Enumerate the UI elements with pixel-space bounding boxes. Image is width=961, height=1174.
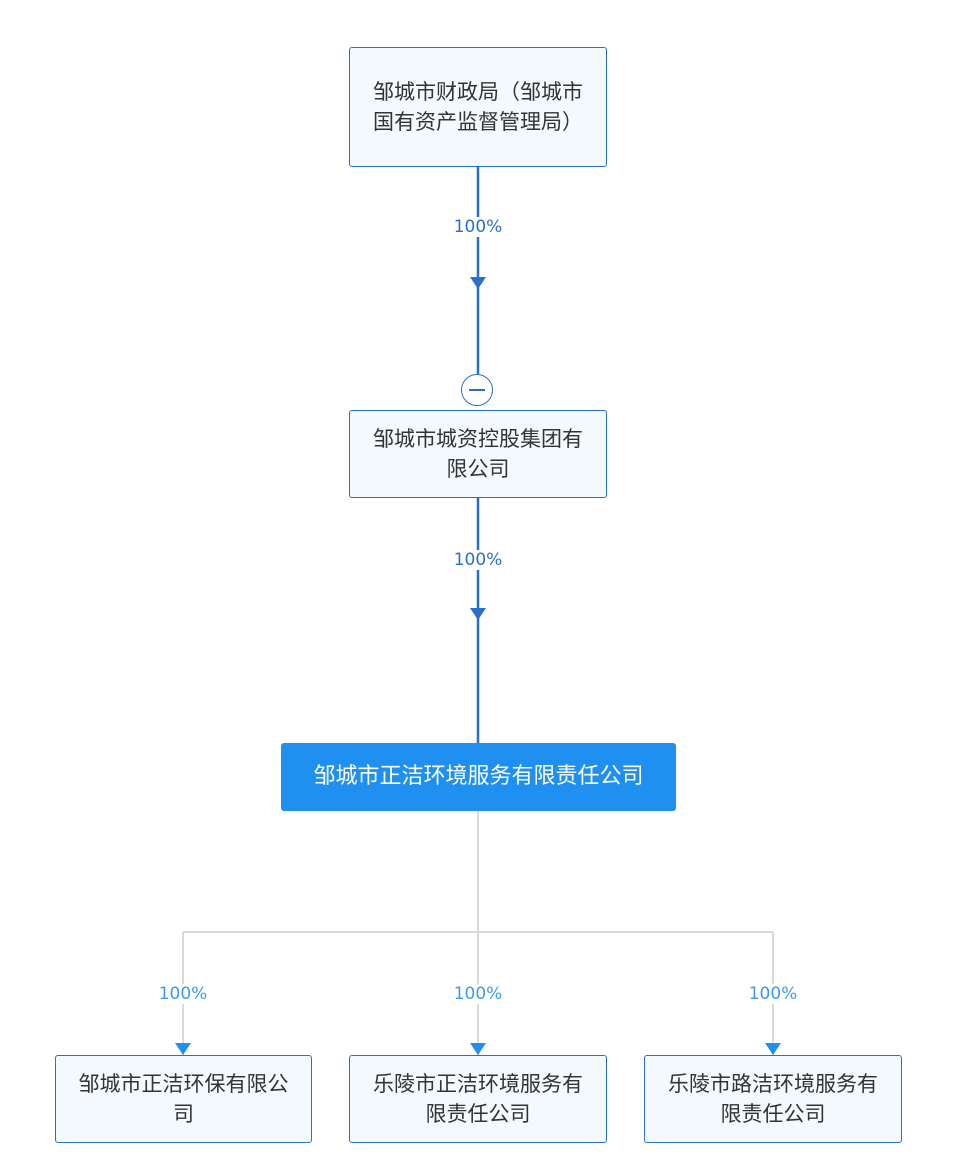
subsidiary-node-3[interactable]: 乐陵市路洁环境服务有限责任公司	[644, 1055, 902, 1143]
subsidiary-node-2[interactable]: 乐陵市正洁环境服务有限责任公司	[349, 1055, 607, 1143]
root-shareholder-name: 邹城市财政局（邹城市国有资产监督管理局）	[373, 80, 583, 134]
arrow-branch-2	[470, 1043, 486, 1055]
collapse-toggle-button[interactable]	[461, 374, 493, 406]
share-label-sub-3: 100%	[746, 984, 800, 1004]
arrow-parent-focus	[470, 608, 486, 620]
share-label-sub-2: 100%	[451, 984, 505, 1004]
arrow-branch-3	[765, 1043, 781, 1055]
arrow-branch-1	[175, 1043, 191, 1055]
subsidiary-node-1[interactable]: 邹城市正洁环保有限公司	[55, 1055, 312, 1143]
share-label-root-parent: 100%	[451, 217, 505, 237]
focus-company-node[interactable]: 邹城市正洁环境服务有限责任公司	[281, 743, 676, 811]
minus-icon	[469, 389, 485, 391]
share-label-parent-focus: 100%	[451, 550, 505, 570]
parent-shareholder-name: 邹城市城资控股集团有限公司	[373, 427, 583, 481]
focus-company-name: 邹城市正洁环境服务有限责任公司	[313, 764, 644, 789]
subsidiary-name-1: 邹城市正洁环保有限公司	[78, 1072, 289, 1126]
subsidiary-name-3: 乐陵市路洁环境服务有限责任公司	[668, 1072, 878, 1126]
share-label-sub-1: 100%	[156, 984, 210, 1004]
parent-shareholder-node[interactable]: 邹城市城资控股集团有限公司	[349, 410, 607, 498]
arrow-root-parent	[470, 277, 486, 289]
root-shareholder-node[interactable]: 邹城市财政局（邹城市国有资产监督管理局）	[349, 47, 607, 167]
subsidiary-name-2: 乐陵市正洁环境服务有限责任公司	[373, 1072, 583, 1126]
